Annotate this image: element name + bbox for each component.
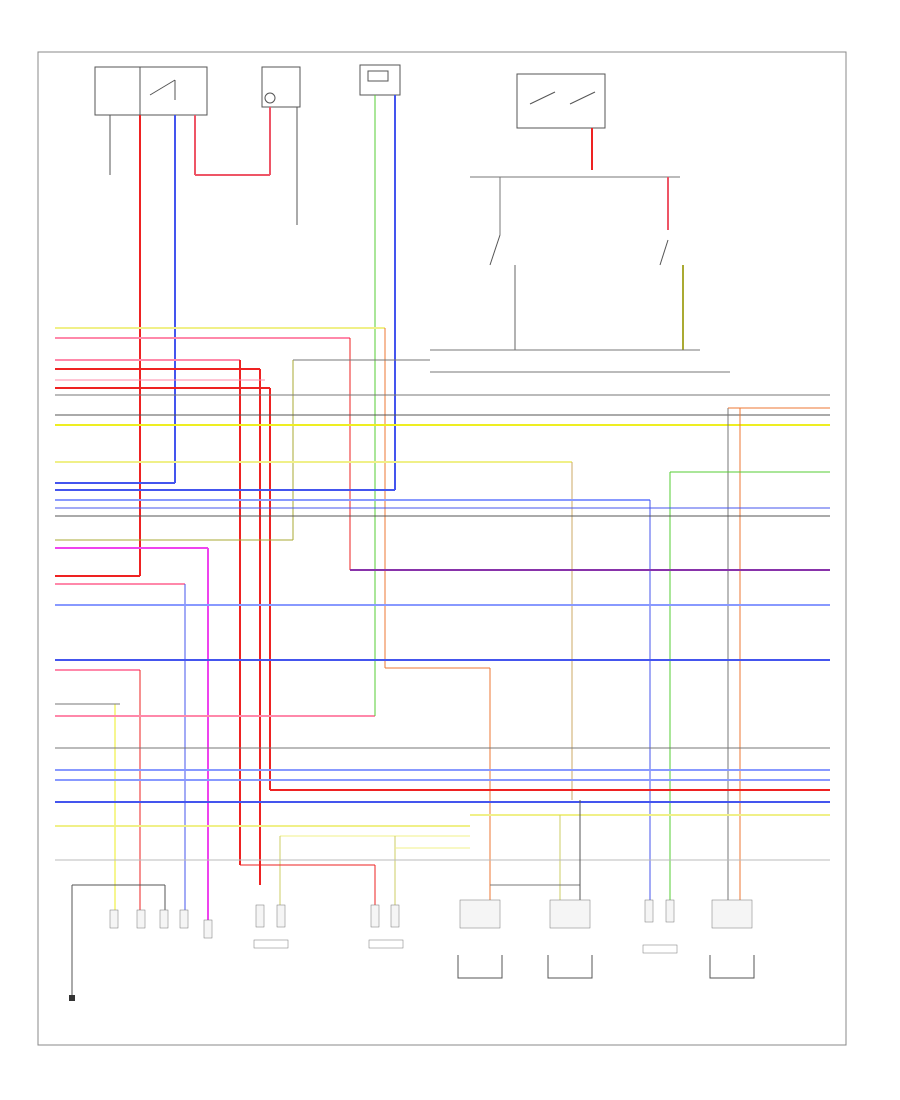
diagram-frame xyxy=(37,51,847,1046)
connector-6 xyxy=(642,899,678,954)
connector-5 xyxy=(547,899,593,979)
bottom-left-ground xyxy=(69,884,166,1001)
transmission-range-switch xyxy=(489,177,516,350)
fuel-pump xyxy=(261,66,301,108)
connector-4 xyxy=(457,899,503,979)
clutch-switch xyxy=(659,177,684,350)
ignition-switch xyxy=(516,73,606,129)
connector-1 xyxy=(109,909,213,939)
connector-2 xyxy=(253,904,289,949)
connector-3 xyxy=(368,904,404,949)
position-sensor-top xyxy=(359,64,401,96)
connector-7 xyxy=(709,899,755,979)
fuel-pump-relay xyxy=(94,66,208,116)
